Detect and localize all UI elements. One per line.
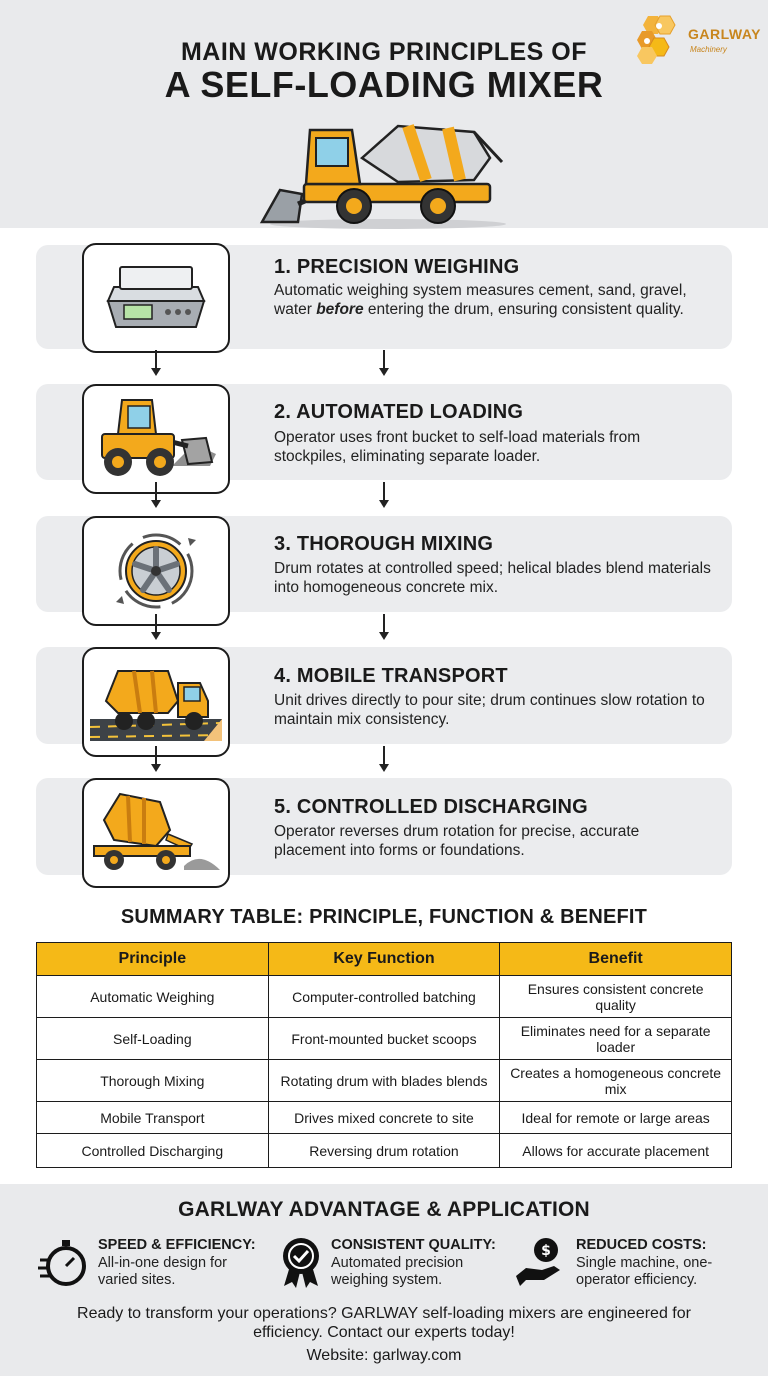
table-cell: Mobile Transport — [36, 1101, 269, 1134]
table-header-cell: Principle — [36, 942, 269, 976]
advantage-text-3: Single machine, one-operator efficiency. — [576, 1255, 713, 1288]
arrow-down-icon — [379, 746, 389, 772]
footer-band — [0, 1184, 768, 1376]
table-row: Self-Loading Front-mounted bucket scoops… — [36, 1017, 732, 1060]
logo-brand-name: GARLWAY — [688, 26, 761, 42]
table-row: Mobile Transport Drives mixed concrete t… — [36, 1101, 732, 1134]
table-cell: Allows for accurate placement — [499, 1133, 732, 1168]
table-cell: Drives mixed concrete to site — [267, 1101, 501, 1134]
arrow-down-icon — [151, 614, 161, 640]
step-icon-frame-1 — [82, 243, 230, 353]
mixer-truck-icon — [89, 670, 223, 741]
garlway-logo — [637, 15, 676, 64]
table-cell: Automatic Weighing — [36, 975, 269, 1018]
wheel-loader-icon — [101, 399, 216, 476]
table-header-cell: Key Function — [267, 942, 501, 976]
table-cell: Controlled Discharging — [36, 1133, 269, 1168]
money-hand-icon: $ — [516, 1238, 560, 1286]
step-title-2: 2. AUTOMATED LOADING — [274, 401, 524, 423]
call-to-action-text: Ready to transform your operations? GARL… — [77, 1305, 691, 1341]
page-title-line2: A SELF-LOADING MIXER — [164, 64, 604, 105]
arrow-down-icon — [379, 482, 389, 508]
table-row: Thorough Mixing Rotating drum with blade… — [36, 1059, 732, 1102]
table-cell: Computer-controlled batching — [267, 975, 501, 1018]
arrow-down-icon — [151, 746, 161, 772]
step-desc-4: Unit drives directly to pour site; drum … — [274, 692, 705, 728]
advantage-text-1: All-in-one design for varied sites. — [98, 1255, 227, 1288]
step-title-4: 4. MOBILE TRANSPORT — [274, 665, 508, 687]
advantage-text-2: Automated precision weighing system. — [331, 1255, 464, 1288]
arrow-down-icon — [379, 614, 389, 640]
advantage-head-2: CONSISTENT QUALITY: — [331, 1237, 496, 1253]
scale-icon — [106, 266, 206, 328]
table-cell: Front-mounted bucket scoops — [267, 1017, 501, 1060]
step-desc-5: Operator reverses drum rotation for prec… — [274, 823, 640, 859]
table-row: Automatic Weighing Computer-controlled b… — [36, 975, 732, 1018]
step-desc-1: Automatic weighing system measures cemen… — [274, 282, 687, 318]
table-cell: Self-Loading — [36, 1017, 269, 1060]
table-cell: Thorough Mixing — [36, 1059, 269, 1102]
table-header-cell: Benefit — [499, 942, 732, 976]
table-cell: Eliminates need for a separate loader — [499, 1017, 732, 1060]
arrow-down-icon — [151, 350, 161, 376]
summary-table-title: SUMMARY TABLE: PRINCIPLE, FUNCTION & BEN… — [120, 906, 648, 928]
table-row: Controlled Discharging Reversing drum ro… — [36, 1133, 732, 1168]
svg-text:$: $ — [541, 1243, 551, 1259]
logo-brand-sub: Machinery — [690, 45, 727, 54]
mixing-drum-icon — [116, 533, 196, 609]
step-desc-3: Drum rotates at controlled speed; helica… — [274, 560, 711, 596]
table-cell: Ideal for remote or large areas — [499, 1101, 732, 1134]
stopwatch-icon — [38, 1240, 86, 1286]
advantage-head-1: SPEED & EFFICIENCY: — [98, 1237, 256, 1253]
website-link[interactable]: Website: garlway.com — [306, 1347, 462, 1364]
table-cell: Reversing drum rotation — [267, 1133, 501, 1168]
step-title-5: 5. CONTROLLED DISCHARGING — [274, 796, 588, 818]
step-title-3: 3. THOROUGH MIXING — [274, 533, 494, 555]
step-icon-frame-3 — [82, 516, 230, 626]
step-title-1: 1. PRECISION WEIGHING — [274, 256, 520, 278]
advantage-head-3: REDUCED COSTS: — [576, 1237, 707, 1253]
self-loading-mixer-illustration — [259, 124, 506, 229]
arrow-down-icon — [151, 482, 161, 508]
step-icon-frame-4 — [82, 647, 230, 757]
page-title-line1: MAIN WORKING PRINCIPLES OF — [180, 38, 588, 66]
discharge-icon — [93, 792, 220, 870]
table-cell: Creates a homogeneous concrete mix — [499, 1059, 732, 1102]
summary-table: Principle Key Function Benefit Automatic… — [36, 942, 732, 1168]
table-cell: Rotating drum with blades blends — [267, 1059, 501, 1102]
table-cell: Ensures consistent concrete quality — [499, 975, 732, 1018]
advantage-title: GARLWAY ADVANTAGE & APPLICATION — [178, 1198, 590, 1221]
arrow-down-icon — [379, 350, 389, 376]
table-header-row: Principle Key Function Benefit — [36, 942, 732, 976]
step-desc-2: Operator uses front bucket to self-load … — [274, 429, 641, 465]
quality-badge-icon — [283, 1238, 319, 1288]
step-icon-frame-2 — [82, 384, 230, 494]
step-icon-frame-5 — [82, 778, 230, 888]
